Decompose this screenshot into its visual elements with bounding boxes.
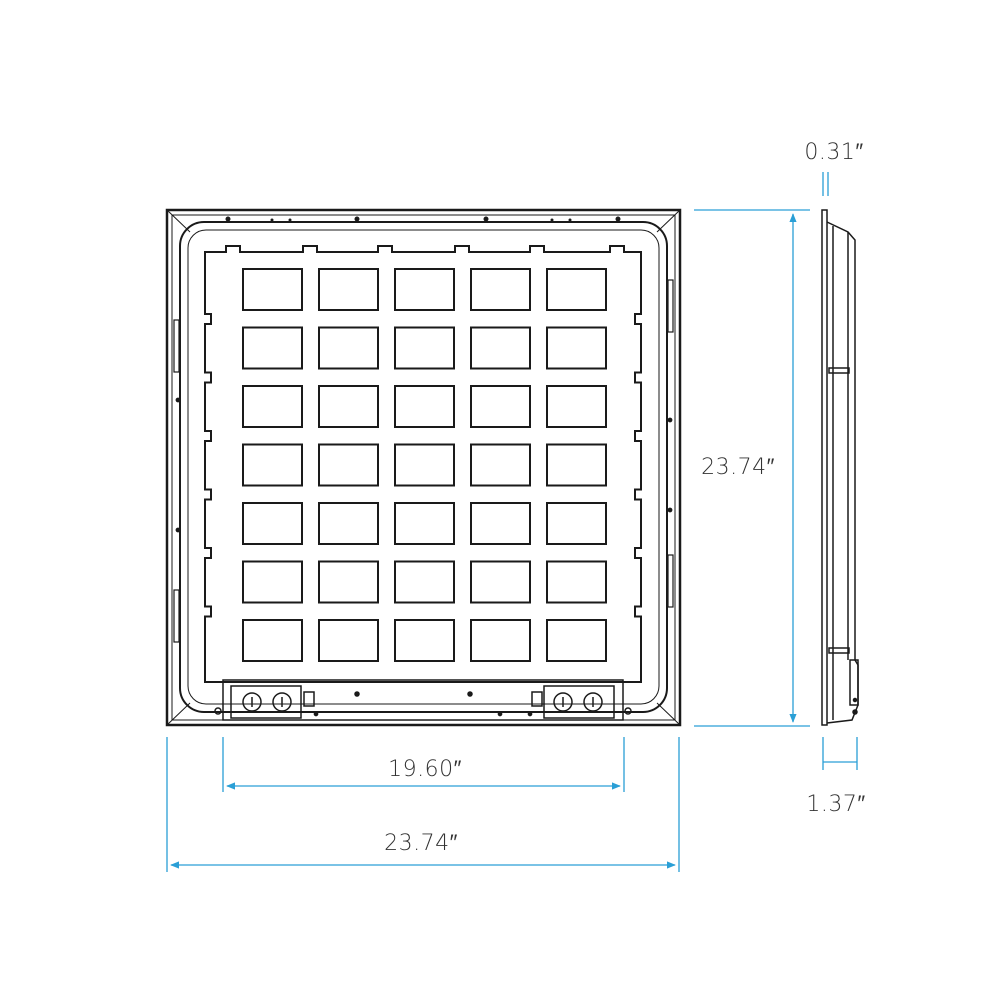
lattice-openings — [242, 268, 607, 662]
lattice-opening — [470, 385, 531, 428]
lattice-opening — [394, 443, 455, 487]
top-fasteners — [225, 216, 621, 222]
side-view — [821, 209, 859, 726]
lattice-opening — [242, 619, 303, 662]
side-profile — [826, 221, 859, 724]
side-depth-label: 1.37″ — [806, 792, 865, 817]
driver-box — [214, 679, 632, 721]
lattice-opening — [242, 502, 303, 545]
lattice-opening — [318, 268, 379, 311]
lattice-opening — [546, 326, 607, 370]
lattice-opening — [318, 502, 379, 545]
side-flange — [821, 209, 828, 726]
lattice-opening — [394, 619, 455, 662]
lattice-opening — [394, 502, 455, 545]
lattice-opening — [394, 560, 455, 604]
lattice-opening — [318, 619, 379, 662]
lattice-opening — [470, 560, 531, 604]
lattice-opening — [546, 560, 607, 604]
side-details — [173, 279, 674, 643]
lattice-opening — [470, 326, 531, 370]
lattice-opening — [470, 443, 531, 487]
frame-bevel — [171, 214, 676, 721]
outer-frame — [165, 208, 682, 727]
lattice-opening — [470, 268, 531, 311]
height-label: 23.74″ — [701, 455, 775, 480]
front-view — [165, 208, 682, 727]
lattice-opening — [394, 268, 455, 311]
lattice-opening — [242, 326, 303, 370]
lattice-opening — [318, 443, 379, 487]
lattice-opening — [394, 385, 455, 428]
lattice-opening — [242, 268, 303, 311]
lattice-opening — [242, 560, 303, 604]
lattice-opening — [318, 560, 379, 604]
lattice-opening — [318, 385, 379, 428]
dimension-lines — [166, 172, 858, 872]
lattice-opening — [546, 385, 607, 428]
lattice-backplate — [204, 245, 642, 683]
lattice-opening — [470, 502, 531, 545]
lattice-opening — [318, 326, 379, 370]
lattice-opening — [394, 326, 455, 370]
lattice-opening — [242, 443, 303, 487]
lattice-opening — [546, 443, 607, 487]
inner-housing — [179, 221, 668, 713]
inner-housing-lip — [187, 229, 660, 705]
lattice-opening — [470, 619, 531, 662]
inner-width-label: 19.60″ — [388, 757, 462, 782]
outer-width-label: 23.74″ — [384, 831, 458, 856]
lattice-opening — [242, 385, 303, 428]
side-lip-label: 0.31″ — [804, 140, 863, 165]
lattice-opening — [546, 502, 607, 545]
lattice-opening — [546, 268, 607, 311]
lattice-opening — [546, 619, 607, 662]
